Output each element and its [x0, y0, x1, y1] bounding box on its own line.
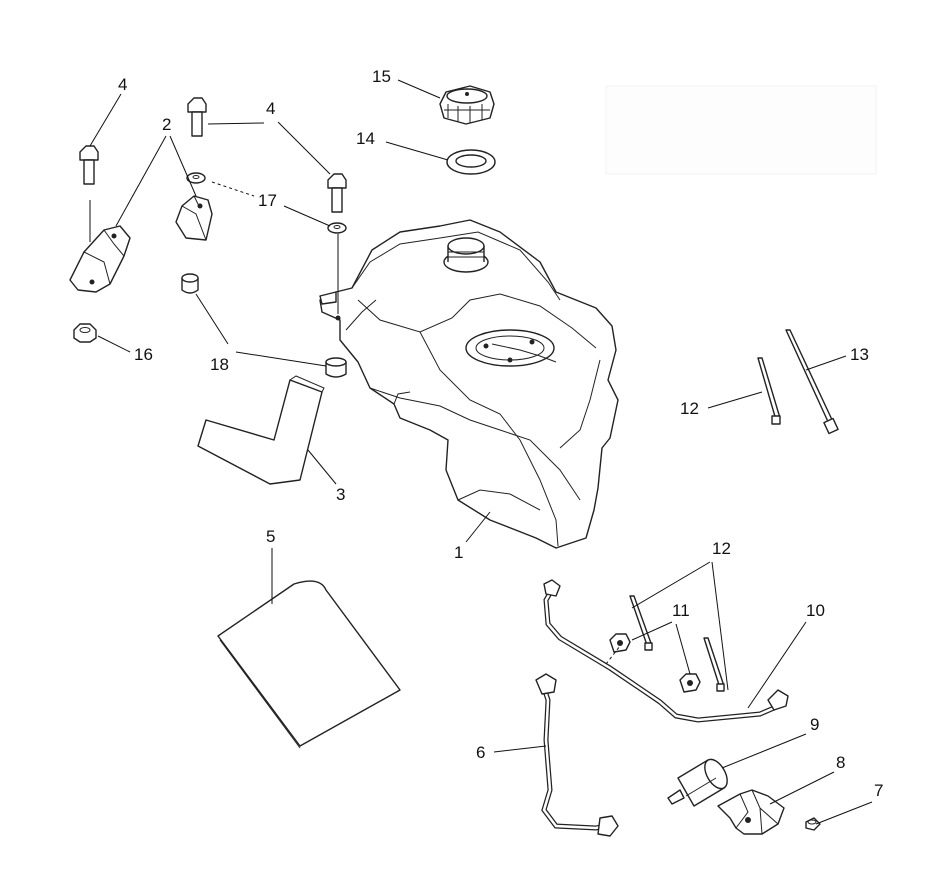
callout-2: 2: [162, 115, 171, 134]
nut-part: [73, 323, 97, 343]
fuel-tank-part: [319, 219, 619, 549]
long-strap-part: [785, 329, 839, 435]
callout-12-upper: 12: [680, 399, 699, 418]
callout-3: 3: [336, 485, 345, 504]
callout-15: 15: [372, 67, 391, 86]
callout-13: 13: [850, 345, 869, 364]
fuel-cap-part: [439, 85, 495, 125]
blank-label-area: [605, 85, 877, 175]
bolt-part-mid: [187, 97, 207, 137]
pad-part: [197, 375, 325, 485]
callout-12-lower: 12: [712, 539, 731, 558]
gasket-ring-part: [446, 149, 496, 175]
callout-17: 17: [258, 191, 277, 210]
bracket-part-right: [175, 195, 213, 241]
callout-9: 9: [810, 715, 819, 734]
clip-part-lower: [679, 673, 701, 693]
strap-part-upper: [757, 357, 781, 425]
callout-1: 1: [454, 543, 463, 562]
bracket-part-left: [69, 225, 131, 293]
fuel-filter-part: [667, 758, 728, 807]
callout-11: 11: [672, 601, 690, 620]
bolt-part-left: [79, 145, 99, 185]
clip-part-upper: [609, 633, 631, 653]
leader-lines: [89, 79, 873, 825]
callout-16: 16: [134, 345, 153, 364]
callout-7: 7: [874, 781, 883, 800]
sheet-part: [217, 580, 401, 749]
screw-part: [805, 817, 821, 831]
callout-14: 14: [356, 129, 375, 148]
callout-18: 18: [210, 355, 229, 374]
callout-10: 10: [806, 601, 825, 620]
washer-part-upper: [186, 172, 206, 184]
washer-part-lower: [327, 222, 347, 234]
callout-6: 6: [476, 743, 485, 762]
bushing-part-upper: [181, 273, 199, 294]
strap-part-lower-a: [629, 595, 653, 651]
callout-5: 5: [266, 527, 275, 546]
fuel-line-long-part: [543, 579, 789, 723]
bushing-part-lower: [325, 357, 347, 378]
callout-labels: 4 4 2 15 14 17 16 18 3 1 5 13 12 12 11 1…: [118, 67, 883, 800]
bolt-part-right: [327, 173, 347, 213]
callout-4-left: 4: [118, 75, 127, 94]
callout-8: 8: [836, 753, 845, 772]
filter-clamp-part: [717, 789, 785, 835]
callout-4-right: 4: [266, 99, 275, 118]
fuel-line-short-part: [535, 673, 619, 837]
strap-part-lower-b: [703, 637, 725, 692]
